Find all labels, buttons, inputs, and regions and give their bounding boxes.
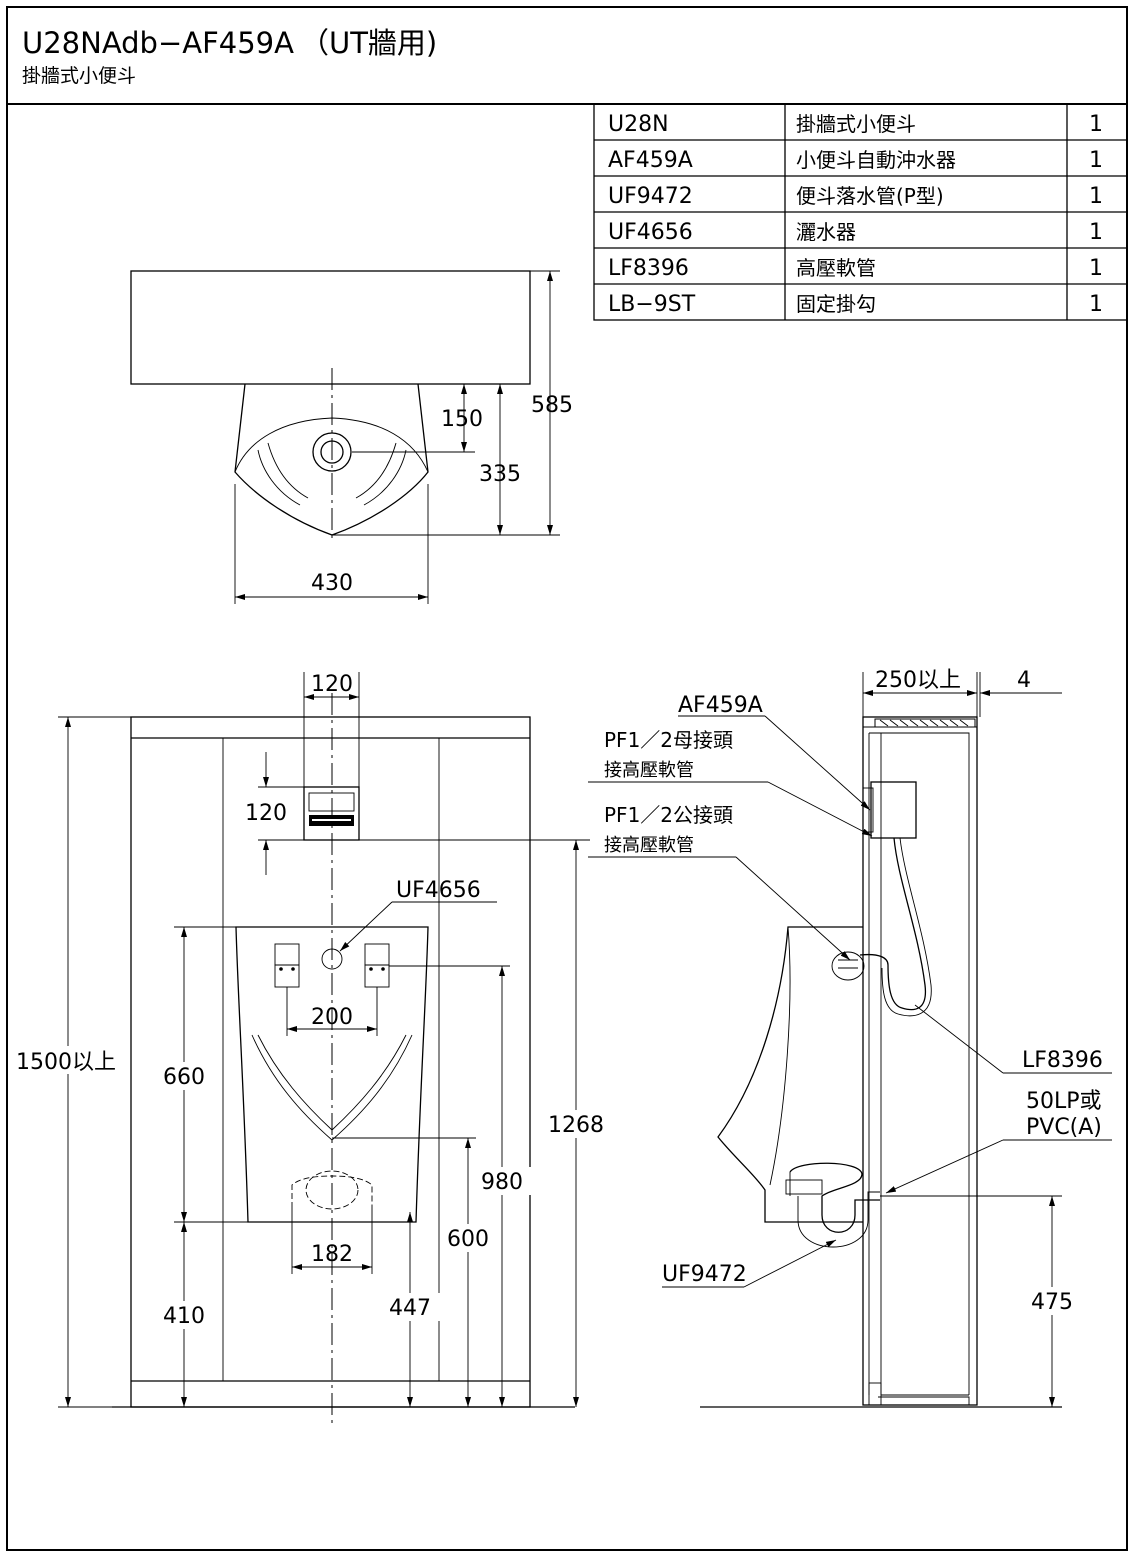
- front-urinal-shield: [251, 1034, 413, 1141]
- parts-row: LB−9ST 固定掛勾 1: [608, 292, 1103, 317]
- top-urinal-wing-left: [257, 442, 309, 506]
- top-view: 430 585 150 335: [130, 270, 573, 604]
- label-hose: LF8396: [1022, 1048, 1103, 1073]
- part-qty: 1: [1089, 256, 1103, 281]
- label-male-joint: PF1／2公接頭: [604, 803, 733, 827]
- front-outlet: [305, 1170, 359, 1210]
- model-title: U28NAdb−AF459A（UT牆用): [22, 26, 437, 60]
- dim-outlet-height: 447: [389, 1296, 431, 1321]
- leader-spreader: [339, 901, 393, 952]
- top-wall-block: [130, 270, 531, 385]
- part-qty: 1: [1089, 148, 1103, 173]
- side-flusher: [870, 781, 917, 839]
- part-code: UF4656: [608, 220, 693, 245]
- parts-row: UF4656 灑水器 1: [608, 220, 1103, 245]
- dim-lip-height: 600: [447, 1227, 489, 1252]
- label-drain-pipe: 50LP或: [1026, 1089, 1102, 1114]
- part-qty: 1: [1089, 292, 1103, 317]
- product-subtitle: 掛牆式小便斗: [22, 65, 136, 87]
- side-hose: [859, 837, 927, 1011]
- front-view: 120 120 1500以上 660 410 200 182 1: [16, 672, 612, 1424]
- side-trap: [789, 1162, 880, 1233]
- dim-drain-height: 475: [1031, 1290, 1073, 1315]
- label-female-joint: PF1／2母接頭: [604, 728, 733, 752]
- dim-sensor-height-floor: 1268: [548, 1113, 604, 1138]
- parts-row: AF459A 小便斗自動沖水器 1: [608, 148, 1103, 173]
- parts-row: U28N 掛牆式小便斗 1: [608, 112, 1103, 137]
- dim-sensor-width: 120: [311, 672, 353, 697]
- top-urinal-wing-right: [355, 442, 407, 506]
- parts-row: UF9472 便斗落水管(P型) 1: [608, 184, 1103, 209]
- dim-top-depth: 585: [531, 393, 573, 418]
- dim-bowl-bottom: 410: [163, 1304, 205, 1329]
- part-code: LB−9ST: [608, 292, 696, 317]
- dim-top-spreader: 150: [441, 407, 483, 432]
- dim-sensor-height: 120: [245, 801, 287, 826]
- label-spreader: UF4656: [396, 878, 481, 903]
- part-name: 掛牆式小便斗: [796, 112, 916, 136]
- part-name: 小便斗自動沖水器: [796, 148, 956, 172]
- dim-hook-spacing: 200: [311, 1005, 353, 1030]
- dim-panel-thickness: 4: [1017, 668, 1031, 693]
- title-block: U28NAdb−AF459A（UT牆用) 掛牆式小便斗: [22, 26, 437, 87]
- hook-bracket-left: [274, 943, 300, 988]
- label-trap: UF9472: [662, 1262, 747, 1287]
- part-name: 固定掛勾: [796, 292, 876, 316]
- dim-outlet-spacing: 182: [311, 1242, 353, 1267]
- front-urinal-body: [235, 926, 429, 1223]
- dim-top-outlet: 335: [479, 462, 521, 487]
- dim-hook-height: 980: [481, 1170, 523, 1195]
- part-code: LF8396: [608, 256, 689, 281]
- side-frame: [862, 716, 978, 1406]
- part-code: UF9472: [608, 184, 693, 209]
- label-male-note: 接高壓軟管: [604, 835, 694, 856]
- part-code: AF459A: [608, 148, 693, 173]
- part-code: U28N: [608, 112, 669, 137]
- dim-top-width: 430: [311, 571, 353, 596]
- front-spreader: [321, 948, 343, 970]
- label-female-note: 接高壓軟管: [604, 760, 694, 781]
- part-name: 便斗落水管(P型): [796, 184, 944, 208]
- side-view: 250以上 4 475 AF459A PF1／2母接頭 接高壓軟管 PF1／2公…: [588, 668, 1112, 1408]
- hook-bracket-right: [364, 943, 390, 988]
- side-urinal: [717, 926, 863, 1223]
- dim-wall-depth: 250以上: [875, 668, 961, 693]
- side-spreader: [831, 951, 865, 981]
- label-drain-material: PVC(A): [1026, 1115, 1102, 1140]
- parts-table: U28N 掛牆式小便斗 1 AF459A 小便斗自動沖水器 1 UF9472 便…: [593, 103, 1128, 321]
- part-name: 高壓軟管: [796, 256, 876, 280]
- dim-min-height: 1500以上: [16, 1050, 116, 1075]
- sheet-border: [6, 6, 1128, 1551]
- part-qty: 1: [1089, 220, 1103, 245]
- part-qty: 1: [1089, 112, 1103, 137]
- part-name: 灑水器: [796, 220, 856, 244]
- dim-bowl-height: 660: [163, 1065, 205, 1090]
- label-flusher: AF459A: [678, 693, 763, 718]
- parts-row: LF8396 高壓軟管 1: [608, 256, 1103, 281]
- part-qty: 1: [1089, 184, 1103, 209]
